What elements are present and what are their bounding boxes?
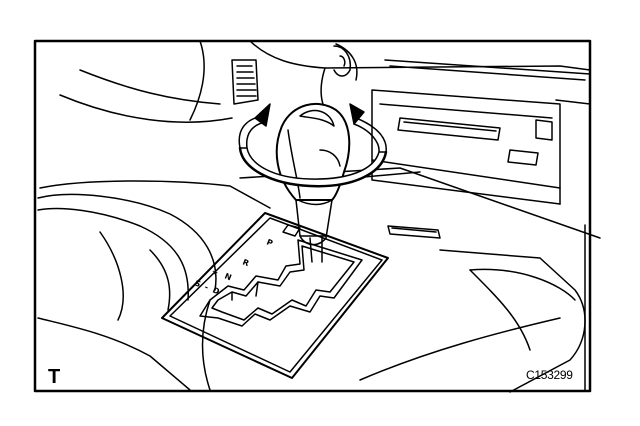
gate-label-d: D: [211, 286, 221, 297]
gate-label-n: N: [223, 272, 233, 283]
left-vent: [59, 40, 259, 123]
gate-label-plus: +: [210, 267, 220, 278]
shift-gate-plate: [161, 212, 389, 379]
dashboard-panel: [249, 40, 591, 125]
shift-knob-icon: [275, 102, 351, 206]
seat: [37, 193, 217, 391]
figure-code: C153299: [526, 368, 573, 382]
rotation-arrow-front: [238, 146, 388, 188]
gate-label-minus: -: [203, 283, 209, 293]
figure-frame: [33, 39, 592, 393]
audio-unit: [371, 89, 561, 205]
gate-label-s: S: [193, 279, 202, 290]
view-label: T: [48, 366, 61, 388]
center-console: [39, 167, 601, 393]
gate-label-p: P: [265, 238, 274, 249]
shift-gate-labels: P R N + D S -: [193, 238, 274, 297]
rotation-arrow-icon: [238, 103, 387, 153]
shift-lever: [295, 199, 333, 263]
gate-label-r: R: [241, 258, 250, 269]
